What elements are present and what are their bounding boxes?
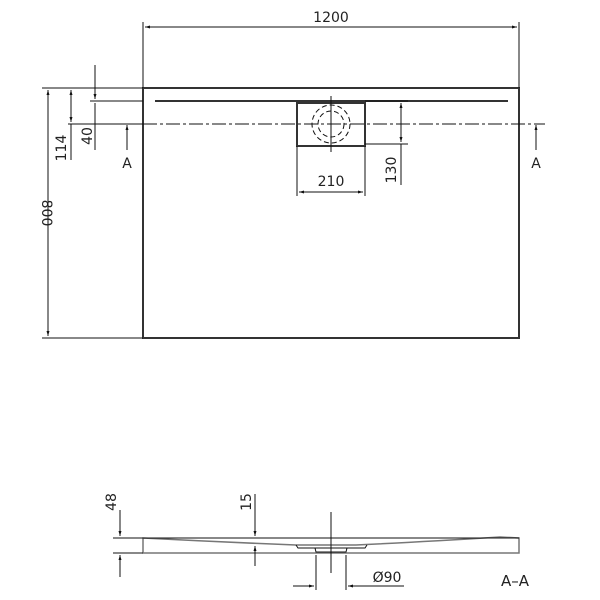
dim-label-1200: 1200 [313, 10, 349, 26]
section-marker-left: A [122, 156, 132, 172]
dim-label-15: 15 [239, 493, 255, 511]
dim-label-114: 114 [54, 135, 70, 162]
dim-label-40: 40 [80, 127, 96, 145]
section-label: A–A [501, 572, 530, 590]
plan-view: 1200 800 114 40 A A 210 [38, 10, 545, 339]
dim-label-210: 210 [318, 174, 345, 190]
section-view: 48 15 Ø90 A–A [104, 493, 530, 590]
dim-label-800: 800 [38, 200, 54, 227]
dim-label-130: 130 [384, 157, 400, 184]
section-marker-right: A [531, 156, 541, 172]
dim-label-diameter-90: Ø90 [373, 570, 402, 586]
tray-outline [142, 87, 520, 339]
dim-label-48: 48 [104, 493, 120, 511]
